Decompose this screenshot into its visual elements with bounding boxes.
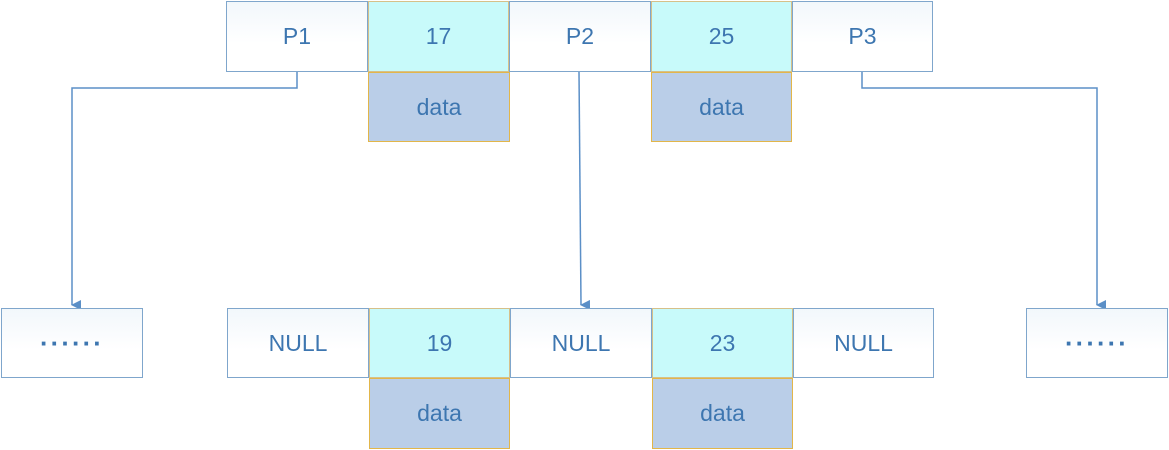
bottom-pointer-null-3: NULL xyxy=(793,308,934,378)
right-child-ellipsis: ······ xyxy=(1026,308,1168,378)
bottom-data-2: data xyxy=(652,378,793,449)
top-key-25: 25 xyxy=(651,1,792,72)
top-pointer-p3: P3 xyxy=(792,1,933,72)
top-pointer-p1: P1 xyxy=(226,1,368,72)
arrow-p1-to-left-child xyxy=(71,72,298,310)
top-pointer-p2: P2 xyxy=(509,1,651,72)
arrow-p2-to-middle-child xyxy=(578,71,591,310)
bottom-pointer-null-1: NULL xyxy=(227,308,369,378)
left-child-ellipsis: ······ xyxy=(1,308,143,378)
arrow-p3-to-right-child xyxy=(861,72,1106,310)
top-data-1: data xyxy=(368,72,510,142)
bottom-pointer-null-2: NULL xyxy=(510,308,652,378)
bottom-key-19: 19 xyxy=(369,308,510,378)
bottom-key-23: 23 xyxy=(652,308,793,378)
top-data-2: data xyxy=(651,72,792,142)
bottom-data-1: data xyxy=(369,378,510,449)
top-key-17: 17 xyxy=(368,1,509,72)
